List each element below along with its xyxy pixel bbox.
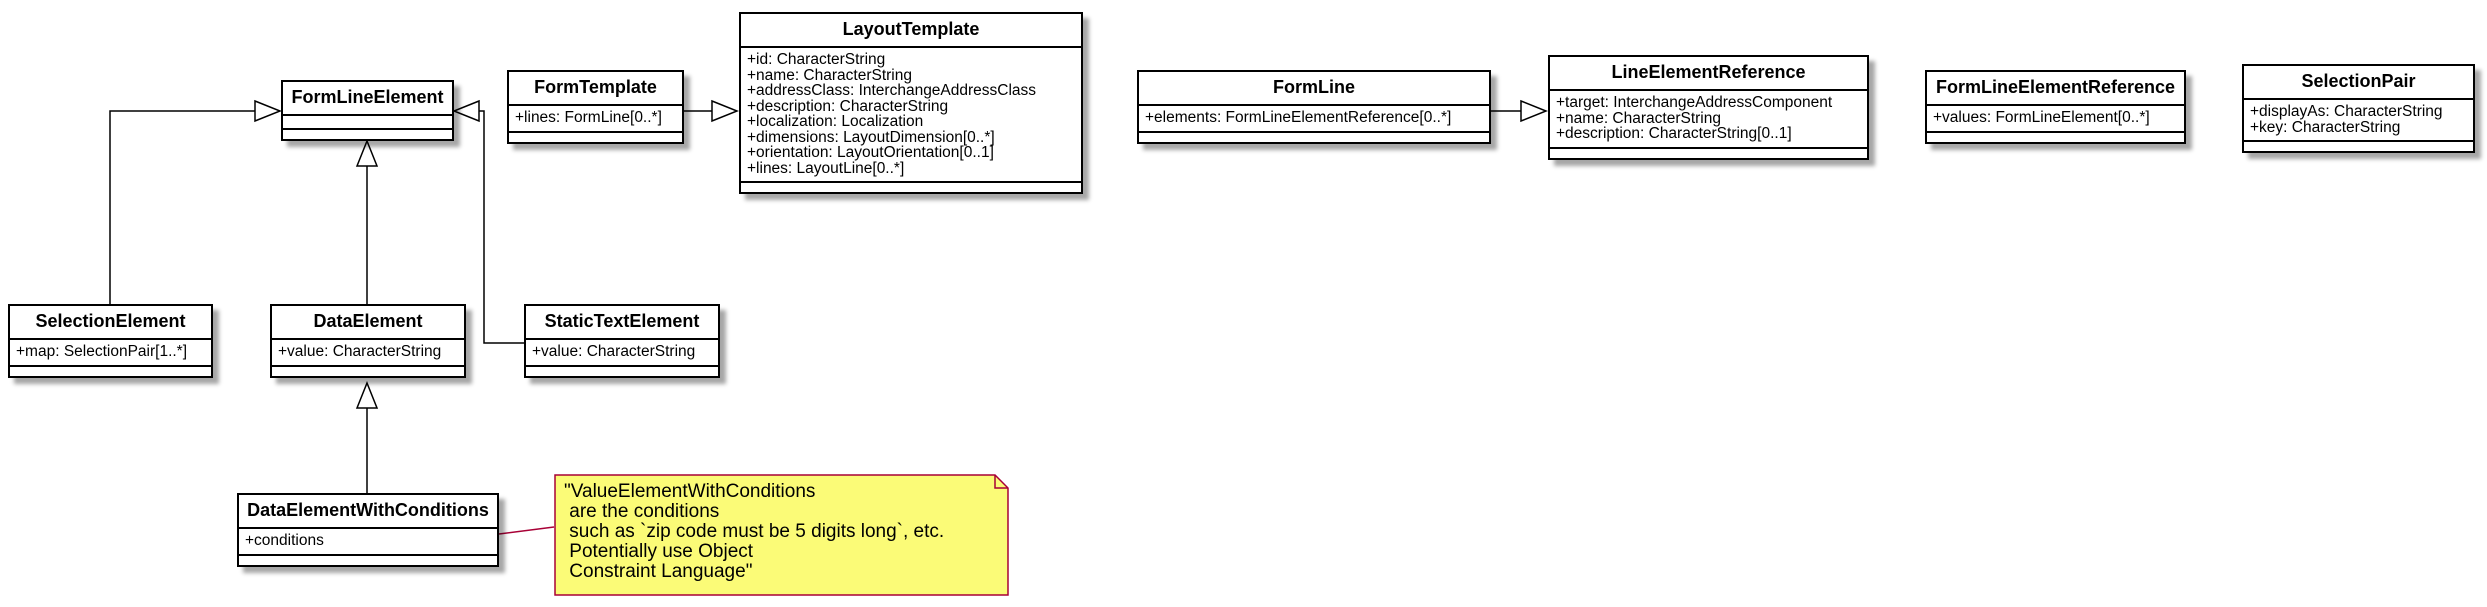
class-data-element-ops [272, 367, 464, 376]
class-data-element-with-conditions[interactable]: DataElementWithConditions +conditions [237, 493, 499, 567]
class-static-text-element-attrs: +value: CharacterString [526, 340, 718, 367]
class-form-line-element[interactable]: FormLineElement [281, 80, 454, 141]
attribute: +name: CharacterString [1556, 109, 1721, 127]
generalization-selection-element [109, 110, 255, 304]
class-data-element-with-conditions-attrs: +conditions [239, 529, 497, 556]
note-shape [554, 474, 1009, 596]
generalization-arrowhead-form-line [1520, 99, 1549, 123]
class-form-line-attrs: +elements: FormLineElementReference[0..*… [1139, 106, 1489, 133]
class-form-line-element-name: FormLineElement [283, 82, 452, 116]
class-layout-template-attrs: +id: CharacterString +name: CharacterStr… [741, 48, 1081, 183]
class-line-element-reference-attrs: +target: InterchangeAddressComponent +na… [1550, 91, 1867, 149]
class-form-line-element-reference-name: FormLineElementReference [1927, 72, 2184, 106]
class-layout-template-ops [741, 183, 1081, 192]
class-selection-pair[interactable]: SelectionPair +displayAs: CharacterStrin… [2242, 64, 2475, 153]
class-layout-template[interactable]: LayoutTemplate +id: CharacterString +nam… [739, 12, 1083, 194]
class-form-template-ops [509, 133, 682, 142]
generalization-arrowhead-conditions [355, 380, 379, 409]
attribute: +orientation: LayoutOrientation[0..1] [747, 144, 994, 161]
class-form-template-attrs: +lines: FormLine[0..*] [509, 106, 682, 133]
class-selection-element-attrs: +map: SelectionPair[1..*] [10, 340, 211, 367]
generalization-arrowhead-selection [254, 99, 283, 123]
note-line: such as `zip code must be 5 digits long`… [564, 521, 945, 542]
attribute: +map: SelectionPair[1..*] [16, 343, 188, 360]
attribute: +lines: FormLine[0..*] [515, 109, 662, 126]
note-line: are the conditions [564, 501, 720, 522]
attribute: +localization: Localization [747, 113, 924, 130]
attribute: +dimensions: LayoutDimension[0..*] [747, 128, 995, 146]
attribute: +conditions [245, 532, 324, 549]
class-data-element-attrs: +value: CharacterString [272, 340, 464, 367]
attribute: +lines: LayoutLine[0..*] [747, 159, 905, 177]
class-selection-element-ops [10, 367, 211, 376]
class-selection-element-name: SelectionElement [10, 306, 211, 340]
generalization-static-text-element [479, 110, 524, 344]
class-line-element-reference-ops [1550, 149, 1867, 158]
class-form-line-element-ops [283, 130, 452, 139]
note-line: Potentially use Object [564, 541, 754, 562]
attribute: +value: CharacterString [278, 343, 442, 360]
note[interactable]: "ValueElementWithConditions are the cond… [554, 474, 1009, 596]
class-selection-pair-name: SelectionPair [2244, 66, 2473, 100]
class-layout-template-name: LayoutTemplate [741, 14, 1081, 48]
class-line-element-reference[interactable]: LineElementReference +target: Interchang… [1548, 55, 1869, 160]
note-line: "ValueElementWithConditions [564, 481, 816, 502]
generalization-arrowhead-data [355, 138, 379, 167]
class-selection-element[interactable]: SelectionElement +map: SelectionPair[1..… [8, 304, 213, 378]
attribute: +addressClass: InterchangeAddressClass [747, 82, 1037, 99]
class-data-element[interactable]: DataElement +value: CharacterString [270, 304, 466, 378]
class-form-line-ops [1139, 133, 1489, 142]
class-line-element-reference-name: LineElementReference [1550, 57, 1867, 91]
class-form-line-element-reference[interactable]: FormLineElementReference +values: FormLi… [1925, 70, 2186, 144]
class-data-element-with-conditions-name: DataElementWithConditions [239, 495, 497, 529]
class-form-template-name: FormTemplate [509, 72, 682, 106]
class-form-line[interactable]: FormLine +elements: FormLineElementRefer… [1137, 70, 1491, 144]
attribute: +key: CharacterString [2250, 118, 2401, 136]
attribute: +description: CharacterString [747, 97, 949, 115]
attribute: +elements: FormLineElementReference[0..*… [1145, 109, 1452, 126]
attribute: +description: CharacterString[0..1] [1556, 125, 1792, 142]
attribute: +target: InterchangeAddressComponent [1556, 94, 1833, 111]
class-form-line-element-reference-ops [1927, 133, 2184, 142]
attribute: +id: CharacterString [747, 51, 886, 68]
class-form-line-name: FormLine [1139, 72, 1489, 106]
class-selection-pair-ops [2244, 142, 2473, 151]
class-data-element-name: DataElement [272, 306, 464, 340]
class-static-text-element[interactable]: StaticTextElement +value: CharacterStrin… [524, 304, 720, 378]
note-line: Constraint Language" [564, 561, 753, 582]
attribute: +value: CharacterString [532, 343, 696, 360]
generalization-arrowhead-static [451, 99, 480, 123]
attribute: +displayAs: CharacterString [2250, 103, 2443, 120]
class-form-line-element-attrs [283, 116, 452, 130]
class-selection-pair-attrs: +displayAs: CharacterString +key: Charac… [2244, 100, 2473, 142]
class-form-template[interactable]: FormTemplate +lines: FormLine[0..*] [507, 70, 684, 144]
note-text: "ValueElementWithConditions are the cond… [564, 482, 999, 582]
attribute: +values: FormLineElement[0..*] [1933, 109, 2150, 126]
class-data-element-with-conditions-ops [239, 556, 497, 565]
attribute: +name: CharacterString [747, 66, 912, 84]
generalization-arrowhead-form-template [711, 99, 740, 123]
class-static-text-element-name: StaticTextElement [526, 306, 718, 340]
note-connector [498, 526, 555, 535]
class-form-line-element-reference-attrs: +values: FormLineElement[0..*] [1927, 106, 2184, 133]
class-static-text-element-ops [526, 367, 718, 376]
